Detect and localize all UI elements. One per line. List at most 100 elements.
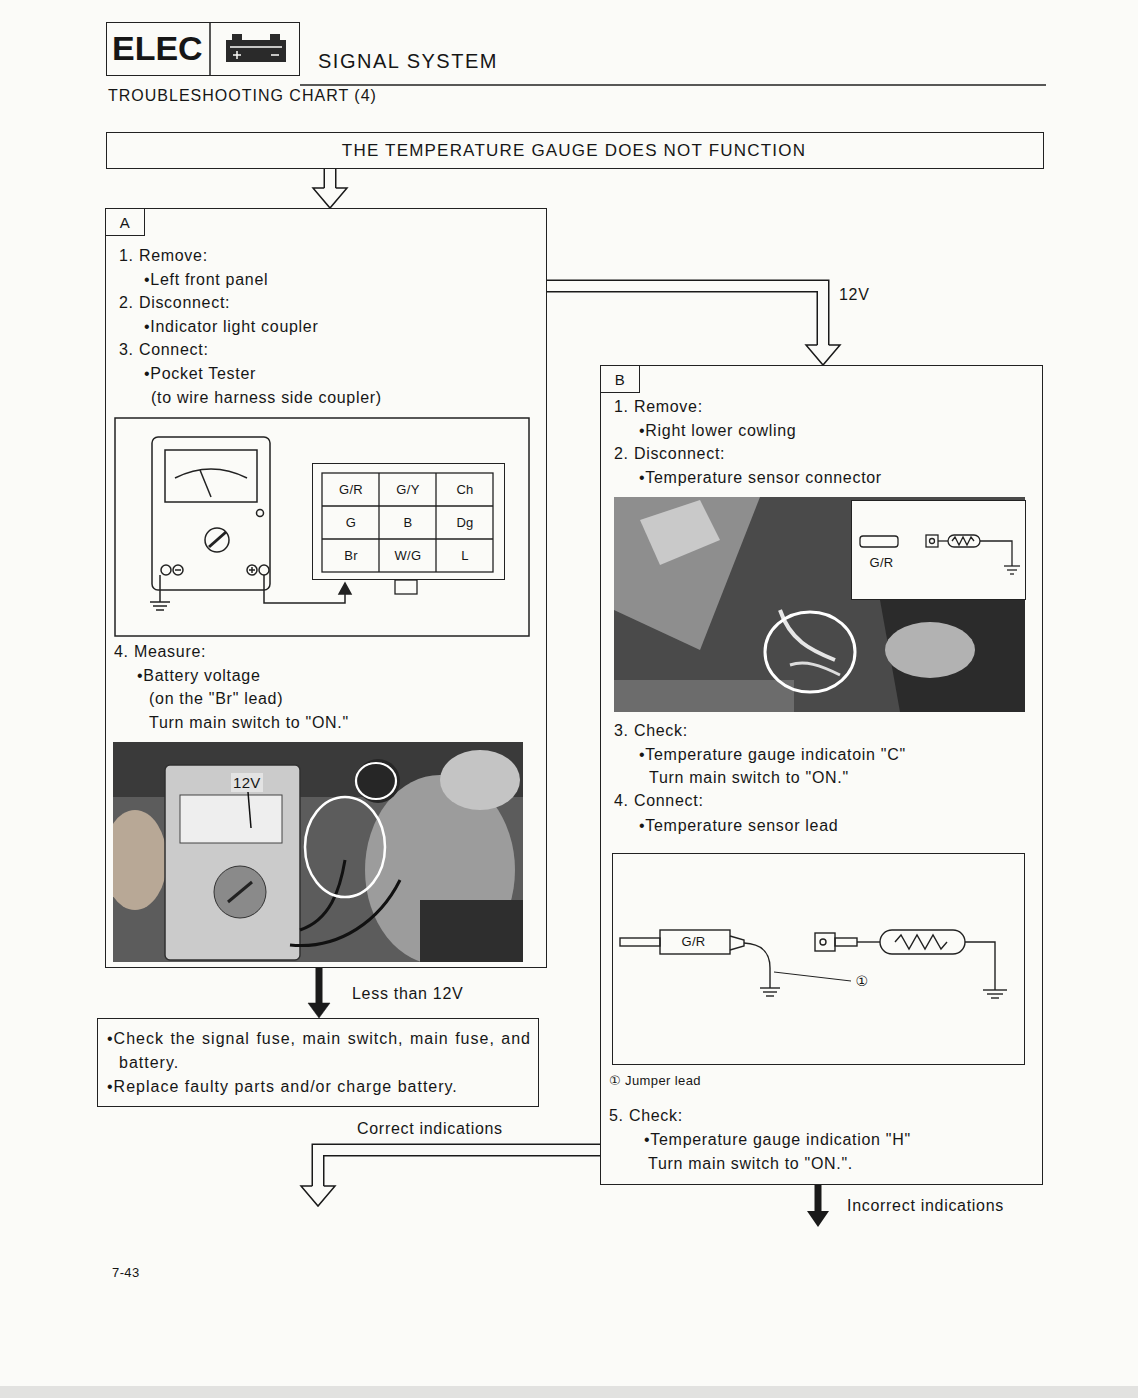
inset-sensor: [1007, 569, 1017, 570]
battery-icon: [270, 34, 280, 40]
step-text: 4. Measure:: [114, 642, 206, 662]
jumper-diagram: [760, 987, 780, 988]
step-text: Turn main switch to "ON.": [149, 713, 349, 733]
jumper-diagram: G/R ①: [612, 853, 1025, 1065]
battery-icon: [232, 34, 242, 40]
coupler-grid: [378, 473, 379, 572]
continuation-arrow: [807, 1211, 829, 1227]
tester-panel: [259, 565, 269, 575]
continuation-arrow: [318, 1150, 600, 1186]
step-text: 3. Check:: [614, 721, 688, 741]
tester-panel: [153, 605, 167, 607]
photo-sensor: [885, 622, 975, 678]
jumper-diagram: [895, 935, 947, 949]
tester-panel: [251, 567, 253, 573]
inset-sensor: [860, 535, 1020, 574]
arrow-shaft: [547, 286, 823, 345]
sensor-inset: G/R: [851, 500, 1026, 600]
step-text: •Temperature sensor connector: [639, 468, 882, 488]
inset-ground: [851, 500, 1026, 600]
tester-panel: [115, 418, 529, 636]
step-text: (to wire harness side coupler): [151, 388, 382, 408]
page-edge-strip: [0, 1386, 1138, 1398]
step-text: Turn main switch to "ON.": [649, 768, 849, 788]
step-letter: A: [106, 209, 145, 236]
jumper-diagram: [835, 938, 857, 946]
step-text: •Temperature gauge indicatoin "C": [639, 745, 906, 765]
arrow-shaft: [325, 169, 335, 188]
photo-tester: [356, 759, 400, 803]
jumper-diagram: [857, 941, 880, 942]
photo-sensor: [614, 497, 1025, 712]
problem-text: THE TEMPERATURE GAUGE DOES NOT FUNCTION: [342, 140, 806, 161]
inset-ground: [851, 500, 1026, 600]
photo-tester: [356, 763, 396, 799]
photo-tester: [248, 792, 251, 828]
photo-sensor: [640, 500, 720, 565]
jumper-diagram: [991, 997, 999, 998]
photo-tester: [420, 900, 523, 962]
jumper-diagram: [620, 930, 1007, 998]
problem-box: THE TEMPERATURE GAUGE DOES NOT FUNCTION: [106, 132, 1044, 169]
continuation-arrow: [815, 1185, 822, 1212]
jumper-diagram: [880, 930, 965, 954]
coupler-grid: [322, 538, 493, 539]
inset-sensor: [938, 540, 948, 541]
pin-label: B: [404, 515, 413, 531]
inset-sensor: [930, 539, 935, 544]
step-box: A1. Remove:•Left front panel2. Disconnec…: [105, 208, 547, 968]
step-text: •Pocket Tester: [144, 364, 256, 384]
pin-label: Dg: [456, 515, 473, 531]
photo-tester: [440, 750, 520, 810]
coupler-grid: [395, 580, 417, 594]
photo-tester: [290, 880, 400, 946]
step-text: 1. Remove:: [614, 397, 703, 417]
photo-sensor: [880, 600, 1025, 712]
page-number: 7-43: [112, 1265, 140, 1281]
callout-number: ①: [856, 972, 869, 990]
inset-sensor: [1010, 573, 1014, 574]
tester-panel: [205, 528, 229, 552]
tester-panel: [165, 450, 257, 502]
action-text: •Check the signal fuse, main switch, mai…: [107, 1027, 531, 1075]
continuation-arrow: [318, 1150, 600, 1186]
photo-tester: [305, 797, 385, 897]
coupler-grid: [322, 505, 493, 506]
tester-panel: [152, 437, 270, 590]
jumper-diagram: [983, 989, 1007, 990]
flow-label: Correct indications: [357, 1119, 503, 1139]
section-tab: ELEC: [106, 22, 300, 76]
jumper-diagram: [815, 933, 835, 951]
jumper-diagram: [987, 993, 1003, 994]
coupler-grid: [435, 473, 436, 572]
wire-color: G/R: [682, 934, 706, 950]
step-text: 5. Check:: [609, 1106, 683, 1126]
tester-panel: [156, 609, 164, 611]
jumper-diagram: [730, 936, 744, 950]
flow-arrow: [313, 169, 347, 208]
callout-legend: ① Jumper lead: [609, 1073, 701, 1089]
battery-icon: [226, 40, 286, 62]
pin-label: G/R: [339, 482, 363, 498]
jumper-diagram: [820, 939, 826, 945]
step-text: •Right lower cowling: [639, 421, 796, 441]
photo-sensor: [614, 497, 1025, 712]
coupler-diagram: G/RG/YChGBDgBrW/GL: [312, 463, 505, 580]
step-letter: B: [601, 366, 640, 393]
tester-panel: [209, 532, 226, 547]
pin-label: Br: [344, 548, 358, 564]
section-code: ELEC: [112, 28, 203, 68]
continuation-arrow: [807, 1185, 829, 1227]
photo-tester: [228, 882, 252, 902]
photo-tester: [300, 860, 345, 930]
jumper-diagram: [660, 930, 730, 954]
photo-sensor: [614, 497, 760, 650]
battery-icon: [209, 22, 211, 76]
edge-label: 12V: [837, 285, 872, 305]
tester-panel: [175, 469, 247, 478]
step-text: •Battery voltage: [137, 666, 261, 686]
continuation-arrow: [301, 1186, 335, 1206]
tester-panel: [257, 510, 264, 517]
flow-arrow: [547, 286, 840, 365]
step-text: 2. Disconnect:: [614, 444, 725, 464]
